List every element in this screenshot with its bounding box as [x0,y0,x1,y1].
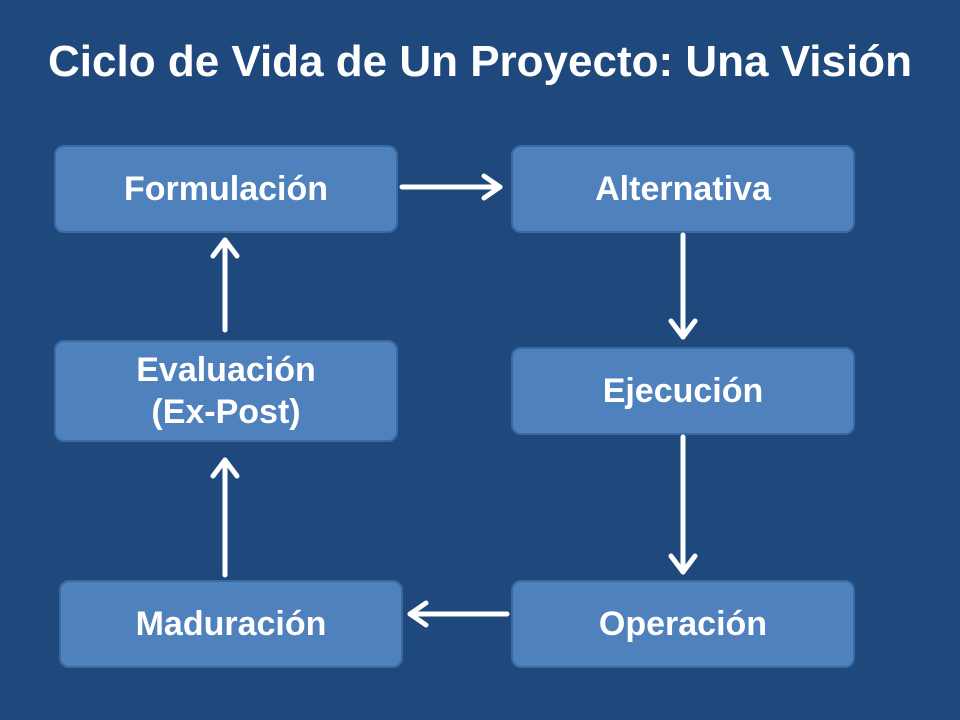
box-alternativa: Alternativa [511,145,855,233]
box-ejecucion-label: Ejecución [602,372,764,410]
arrow-alternativa-to-ejecucion [668,232,698,340]
arrow-ejecucion-to-operacion [668,434,698,575]
arrow-formulacion-to-alternativa [399,173,503,201]
box-maduracion-label: Maduración [135,605,327,643]
box-ejecucion: Ejecución [511,347,855,435]
arrow-evaluacion-to-formulacion [210,237,240,333]
slide-title: Ciclo de Vida de Un Proyecto: Una Visión [48,37,912,86]
box-operacion: Operación [511,580,855,668]
box-operacion-label: Operación [598,605,768,643]
arrow-maduracion-to-evaluacion [210,457,240,578]
arrow-operacion-to-maduracion [407,600,510,628]
box-formulacion-label: Formulación [123,170,329,208]
box-evaluacion: Evaluación (Ex-Post) [54,340,398,442]
box-maduracion: Maduración [59,580,403,668]
box-formulacion: Formulación [54,145,398,233]
box-evaluacion-label-line1: Evaluación [136,351,316,389]
box-alternativa-label: Alternativa [595,170,771,208]
box-evaluacion-label-line2: (Ex-Post) [151,393,301,431]
